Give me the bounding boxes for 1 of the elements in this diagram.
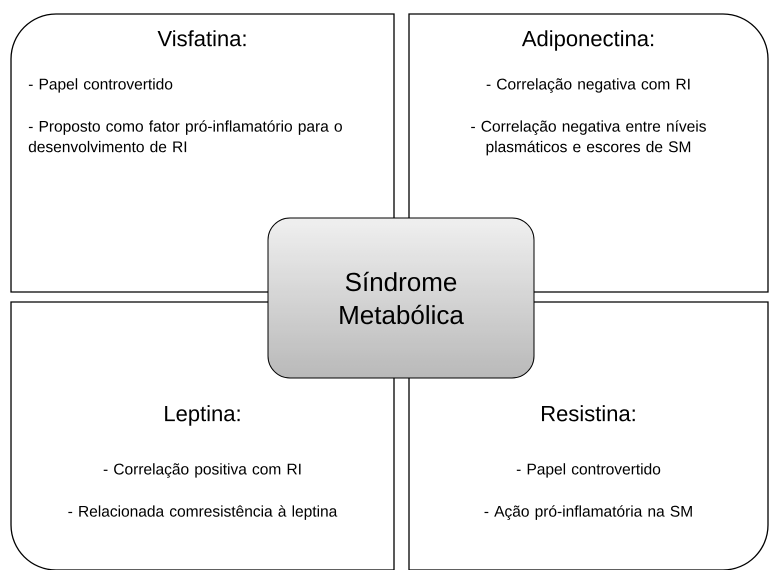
center-box: Síndrome Metabólica xyxy=(268,218,534,378)
